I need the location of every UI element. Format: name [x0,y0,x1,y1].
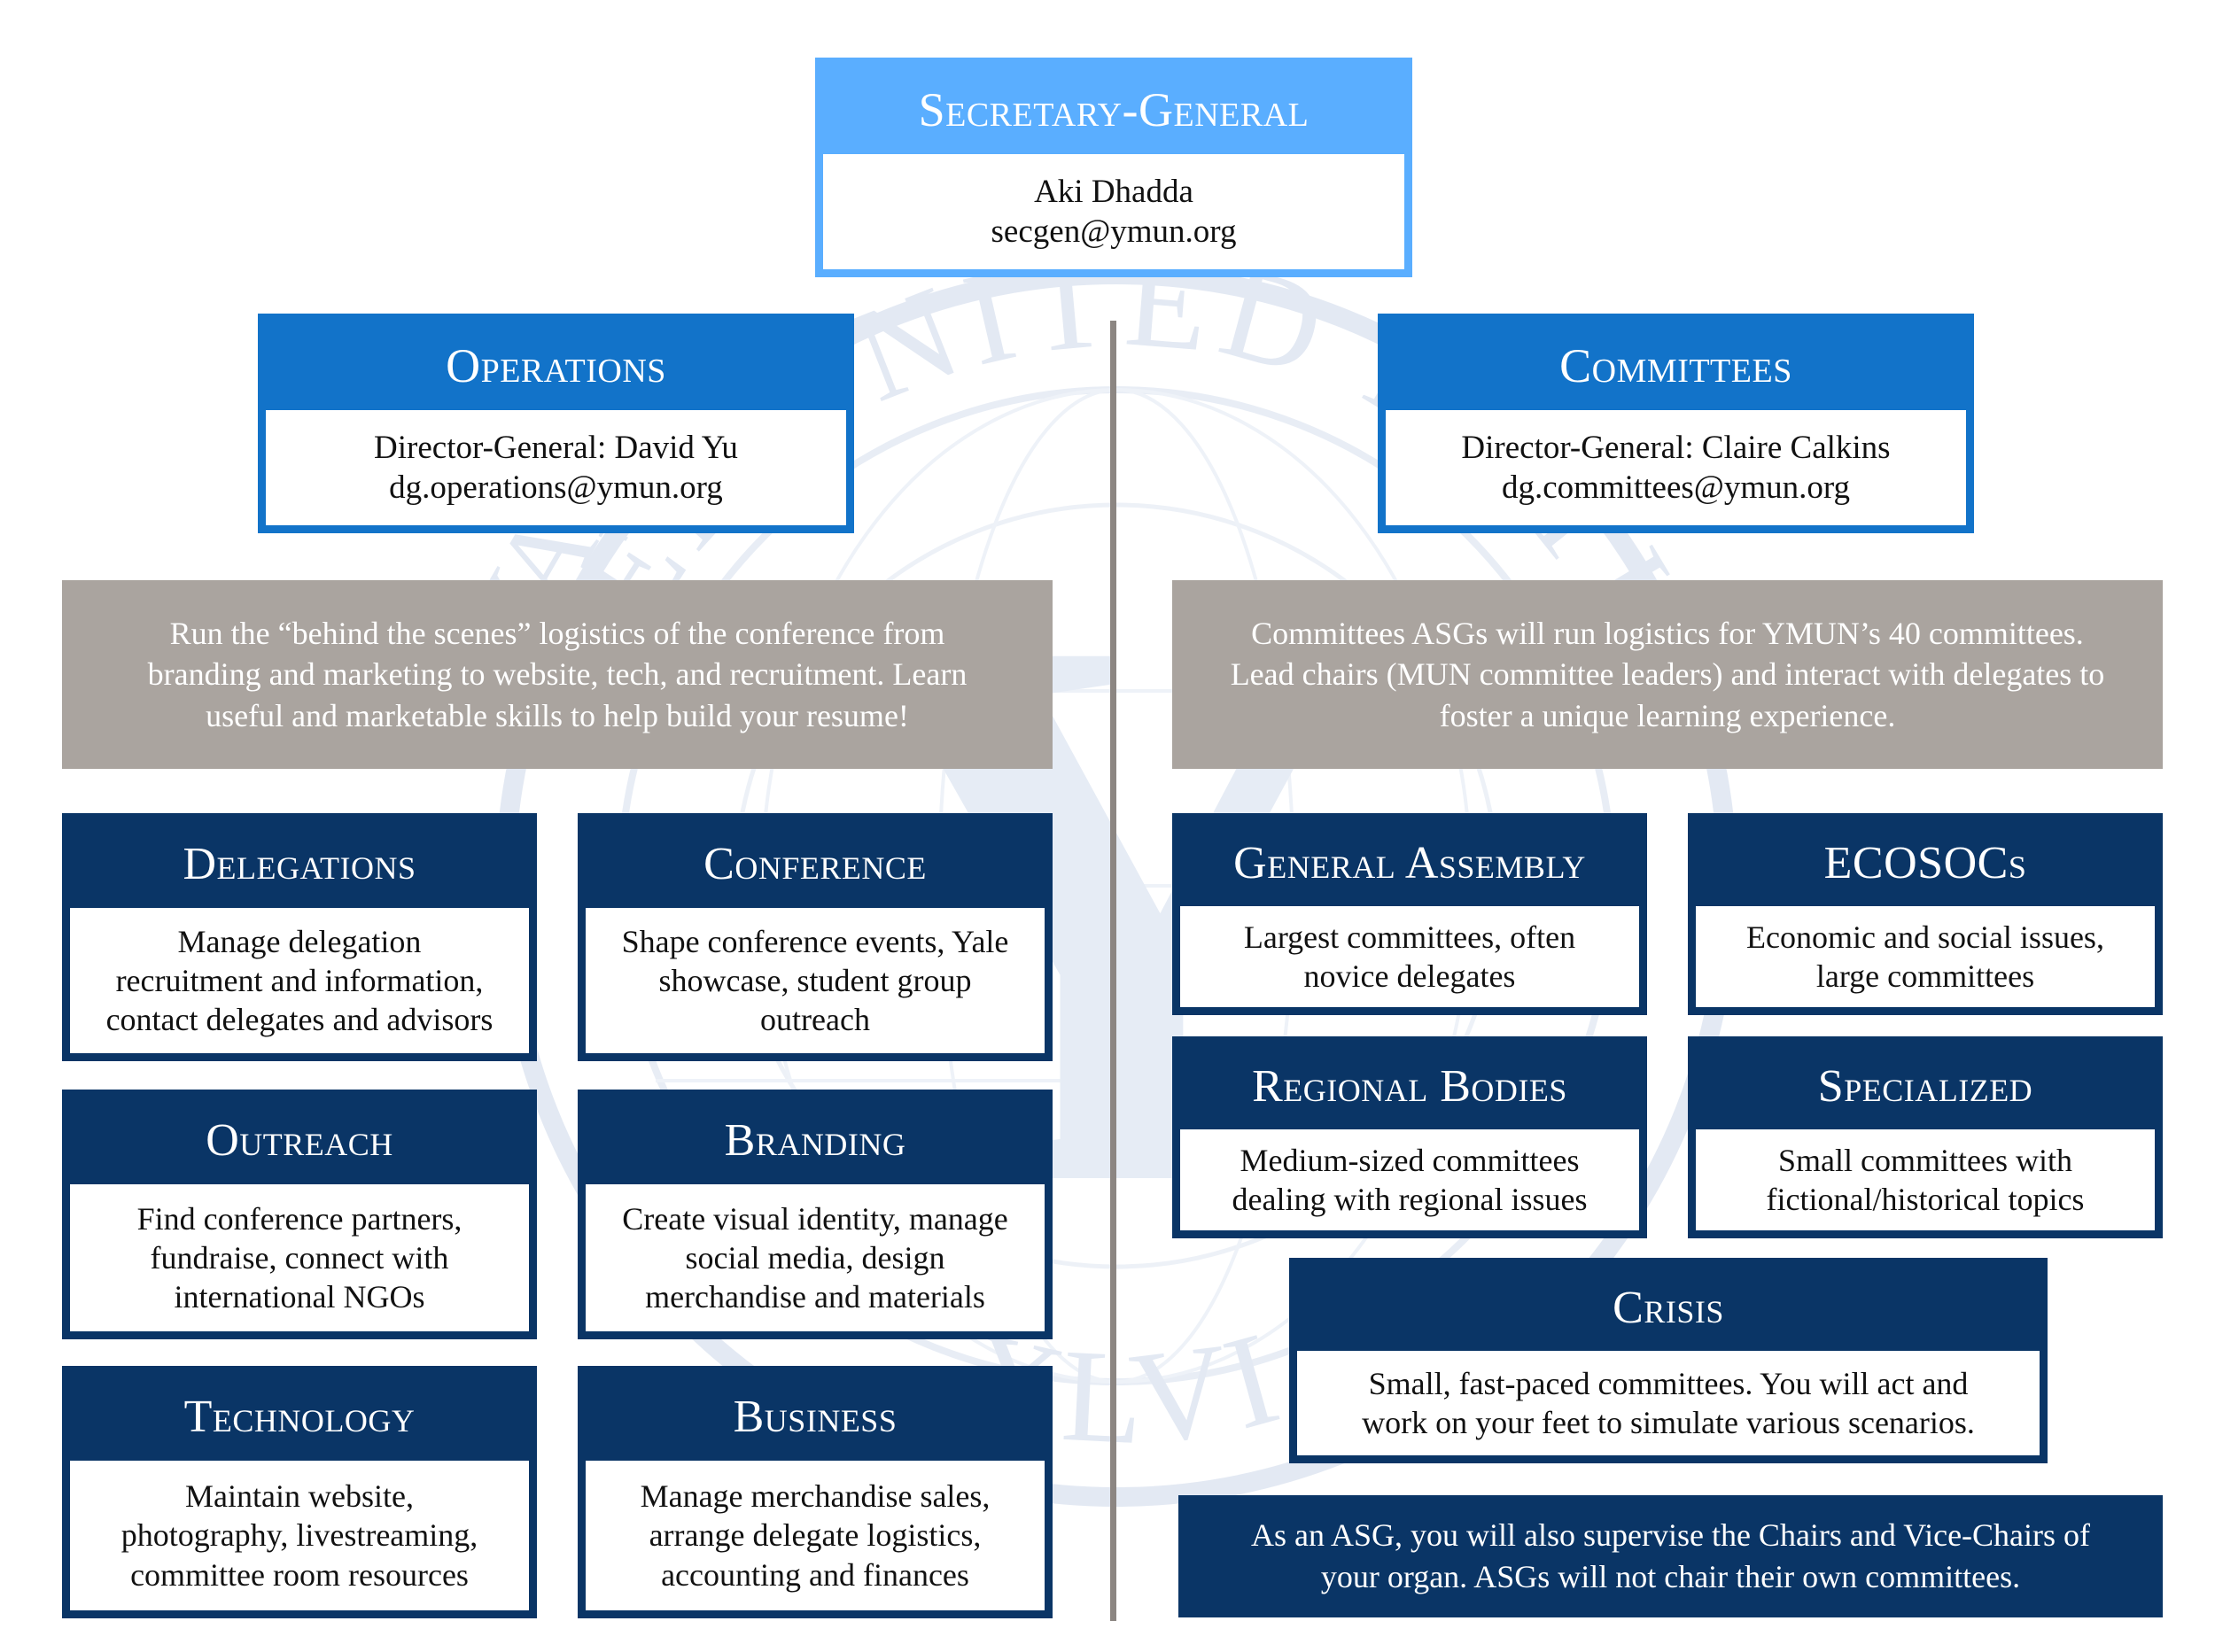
conference-box: Conference Shape conference events, Yale… [578,813,1053,1061]
business-line: arrange delegate logistics, [649,1517,982,1554]
center-divider-line [1110,321,1116,1621]
crisis-box: Crisis Small, fast-paced committees. You… [1289,1258,2048,1463]
general-assembly-line: Largest committees, often [1243,919,1576,955]
general-assembly-line: novice delegates [1303,958,1516,994]
technology-line: photography, livestreaming, [120,1517,478,1554]
operations-description-line: Run the “behind the scenes” logistics of… [169,616,945,652]
secretary-general-email: secgen@ymun.org [991,213,1237,250]
crisis-line: work on your feet to simulate various sc… [1362,1405,1975,1440]
committees-title: Committees [1559,339,1792,392]
committees-description-line: Committees ASGs will run logistics for Y… [1251,616,2084,652]
specialized-line: fictional/historical topics [1766,1182,2085,1217]
ecosocs-box: ECOSOCs Economic and social issues, larg… [1688,813,2163,1015]
ecosocs-line: large committees [1815,958,2035,994]
business-title: Business [733,1392,898,1442]
specialized-title: Specialized [1817,1061,2033,1112]
outreach-box: Outreach Find conference partners, fundr… [62,1090,537,1339]
committees-description-line: foster a unique learning experience. [1439,697,1896,733]
delegations-title: Delegations [183,839,416,889]
technology-box: Technology Maintain website, photography… [62,1366,537,1618]
outreach-line: fundraise, connect with [150,1239,449,1276]
ecosocs-line: Economic and social issues, [1746,919,2104,955]
delegations-line: recruitment and information, [115,962,484,998]
delegations-body: Manage delegation recruitment and inform… [70,908,529,1053]
conference-line: outreach [760,1002,870,1038]
committees-box: Committees Director-General: Claire Calk… [1378,314,1974,533]
branding-line: Create visual identity, manage [622,1200,1008,1237]
branding-box: Branding Create visual identity, manage … [578,1090,1053,1339]
delegations-line: Manage delegation [177,923,422,959]
specialized-body: Small committees with fictional/historic… [1696,1129,2155,1230]
branding-body: Create visual identity, manage social me… [586,1184,1045,1331]
regional-bodies-line: dealing with regional issues [1232,1182,1588,1217]
secretary-general-body: Aki Dhadda secgen@ymun.org [823,154,1404,269]
technology-body: Maintain website, photography, livestrea… [70,1461,529,1610]
delegations-box: Delegations Manage delegation recruitmen… [62,813,537,1061]
general-assembly-box: General Assembly Largest committees, oft… [1172,813,1647,1015]
specialized-box: Specialized Small committees with fictio… [1688,1036,2163,1238]
committees-email: dg.committees@ymun.org [1501,469,1851,506]
asg-note-line: As an ASG, you will also supervise the C… [1250,1517,2091,1554]
business-line: accounting and finances [661,1556,969,1593]
business-box: Business Manage merchandise sales, arran… [578,1366,1053,1618]
technology-line: Maintain website, [185,1478,414,1515]
outreach-title: Outreach [206,1115,393,1166]
secretary-general-name: Aki Dhadda [1034,173,1193,210]
asg-note-line: your organ. ASGs will not chair their ow… [1320,1559,2021,1594]
crisis-body: Small, fast-paced committees. You will a… [1297,1351,2040,1455]
crisis-line: Small, fast-paced committees. You will a… [1368,1365,1969,1401]
operations-description: Run the “behind the scenes” logistics of… [62,580,1053,769]
conference-line: Shape conference events, Yale [621,923,1009,959]
conference-body: Shape conference events, Yale showcase, … [586,908,1045,1053]
operations-title: Operations [446,339,666,392]
delegations-line: contact delegates and advisors [105,1002,494,1038]
branding-line: merchandise and materials [645,1279,985,1315]
branding-title: Branding [724,1115,906,1166]
asg-supervision-note: As an ASG, you will also supervise the C… [1178,1495,2163,1617]
technology-title: Technology [183,1392,416,1442]
secretary-general-box: Secretary-General Aki Dhadda secgen@ymun… [815,58,1412,277]
conference-title: Conference [703,839,927,889]
operations-email: dg.operations@ymun.org [389,469,723,506]
committees-description-line: Lead chairs (MUN committee leaders) and … [1230,656,2105,693]
regional-bodies-title: Regional Bodies [1252,1061,1567,1112]
general-assembly-body: Largest committees, often novice delegat… [1180,906,1639,1007]
operations-director: Director-General: David Yu [374,429,738,466]
crisis-title: Crisis [1613,1283,1724,1333]
operations-box: Operations Director-General: David Yu dg… [258,314,854,533]
technology-line: committee room resources [130,1556,469,1593]
regional-bodies-line: Medium-sized committees [1240,1142,1580,1178]
outreach-line: international NGOs [174,1279,425,1315]
conference-line: showcase, student group [658,962,972,998]
operations-description-line: branding and marketing to website, tech,… [147,656,968,693]
ecosocs-title: ECOSOCs [1823,838,2027,888]
branding-line: social media, design [685,1239,945,1276]
outreach-line: Find conference partners, [136,1200,462,1237]
secretary-general-title: Secretary-General [918,83,1310,136]
regional-bodies-body: Medium-sized committees dealing with reg… [1180,1129,1639,1230]
outreach-body: Find conference partners, fundraise, con… [70,1184,529,1331]
business-body: Manage merchandise sales, arrange delega… [586,1461,1045,1610]
business-line: Manage merchandise sales, [640,1478,991,1515]
ecosocs-body: Economic and social issues, large commit… [1696,906,2155,1007]
committees-description: Committees ASGs will run logistics for Y… [1172,580,2163,769]
general-assembly-title: General Assembly [1233,838,1586,888]
specialized-line: Small committees with [1778,1142,2072,1178]
committees-body: Director-General: Claire Calkins dg.comm… [1386,410,1966,525]
operations-body: Director-General: David Yu dg.operations… [266,410,846,525]
operations-description-line: useful and marketable skills to help bui… [206,697,909,733]
regional-bodies-box: Regional Bodies Medium-sized committees … [1172,1036,1647,1238]
committees-director: Director-General: Claire Calkins [1461,429,1891,466]
